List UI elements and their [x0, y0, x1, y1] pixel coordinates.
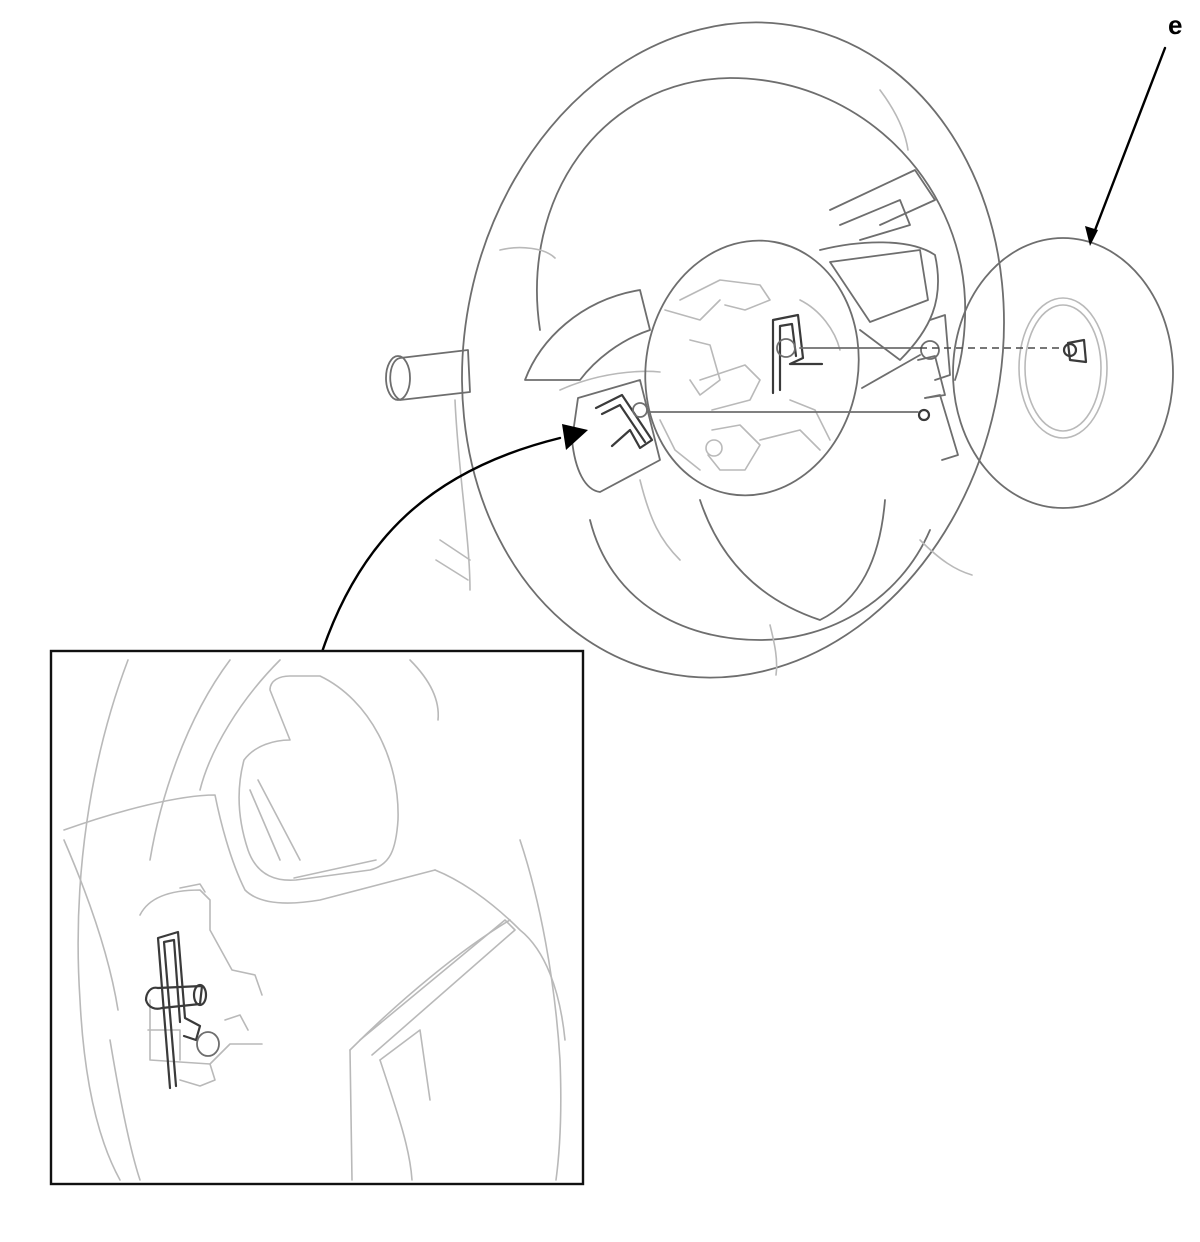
steering-wheel [461, 21, 1005, 679]
detail-inset [49, 649, 585, 1186]
callout-label-e: e [1168, 10, 1183, 40]
airbag-module [917, 237, 1174, 509]
steering-column [385, 349, 471, 591]
alignment-lines [647, 347, 1062, 413]
detail-pointer-arrow [320, 424, 588, 654]
callout-leader [1085, 46, 1167, 246]
